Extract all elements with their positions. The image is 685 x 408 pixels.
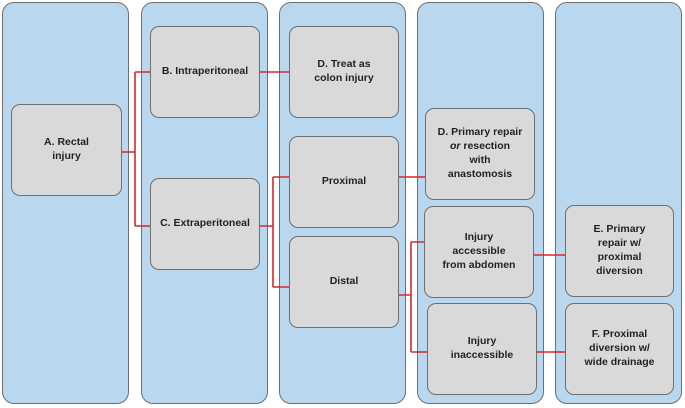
node-d-repair-resection: resection bbox=[460, 140, 511, 153]
node-e-line2: repair w/ bbox=[597, 237, 642, 250]
node-a-line2: injury bbox=[52, 150, 81, 162]
node-c-extraperitoneal: C. Extraperitoneal bbox=[150, 178, 260, 270]
node-inaccessible-line1: Injury bbox=[467, 335, 497, 348]
node-injury-accessible: Injury accessible from abdomen bbox=[424, 206, 534, 298]
node-d-treat-line1: D. Treat as bbox=[317, 58, 371, 71]
node-accessible-line1: Injury bbox=[464, 231, 494, 244]
node-accessible-line3: from abdomen bbox=[442, 258, 516, 271]
node-e-line3: proximal bbox=[597, 251, 642, 263]
node-a-rectal-injury: A. Rectal injury bbox=[11, 104, 122, 196]
node-a-line1: A. Rectal bbox=[44, 136, 89, 149]
node-distal: Distal bbox=[289, 236, 399, 328]
node-d-treat-as-colon: D. Treat as colon injury bbox=[289, 26, 399, 118]
node-f-line2: diversion w/ bbox=[589, 342, 650, 355]
node-d-repair-line1: D. Primary repair bbox=[437, 126, 523, 139]
node-d-treat-line2: colon injury bbox=[314, 72, 374, 84]
connector-dist-to-injury bbox=[398, 241, 427, 353]
node-d-repair-line4: anastomosis bbox=[447, 167, 513, 180]
node-e-line1: E. Primary bbox=[593, 223, 646, 236]
node-f-line3: wide drainage bbox=[584, 355, 655, 368]
node-f-proximal-diversion: F. Proximal diversion w/ wide drainage bbox=[565, 303, 674, 395]
node-distal-label: Distal bbox=[329, 275, 359, 288]
node-e-line4: diversion bbox=[596, 264, 643, 277]
node-injury-inaccessible: Injury inaccessible bbox=[427, 303, 537, 395]
column-1 bbox=[2, 2, 129, 404]
node-d-repair-line3: with bbox=[469, 154, 491, 166]
node-b-label: B. Intraperitoneal bbox=[161, 65, 249, 78]
node-inaccessible-line2: inaccessible bbox=[450, 349, 514, 361]
connector-a-to-bc bbox=[121, 71, 150, 227]
node-d-repair-line2: or resection bbox=[438, 140, 523, 154]
node-proximal: Proximal bbox=[289, 136, 399, 228]
node-d-repair-or: or bbox=[449, 140, 461, 153]
node-d-primary-repair: D. Primary repair or resection with anas… bbox=[425, 108, 535, 200]
node-e-primary-repair-diversion: E. Primary repair w/ proximal diversion bbox=[565, 205, 674, 297]
connector-c-to-prox-dist bbox=[259, 176, 289, 288]
node-accessible-line2: accessible bbox=[452, 245, 506, 258]
node-proximal-label: Proximal bbox=[321, 175, 367, 188]
node-c-label: C. Extraperitoneal bbox=[160, 217, 250, 230]
node-b-intraperitoneal: B. Intraperitoneal bbox=[150, 26, 260, 118]
node-f-line1: F. Proximal bbox=[591, 328, 648, 341]
